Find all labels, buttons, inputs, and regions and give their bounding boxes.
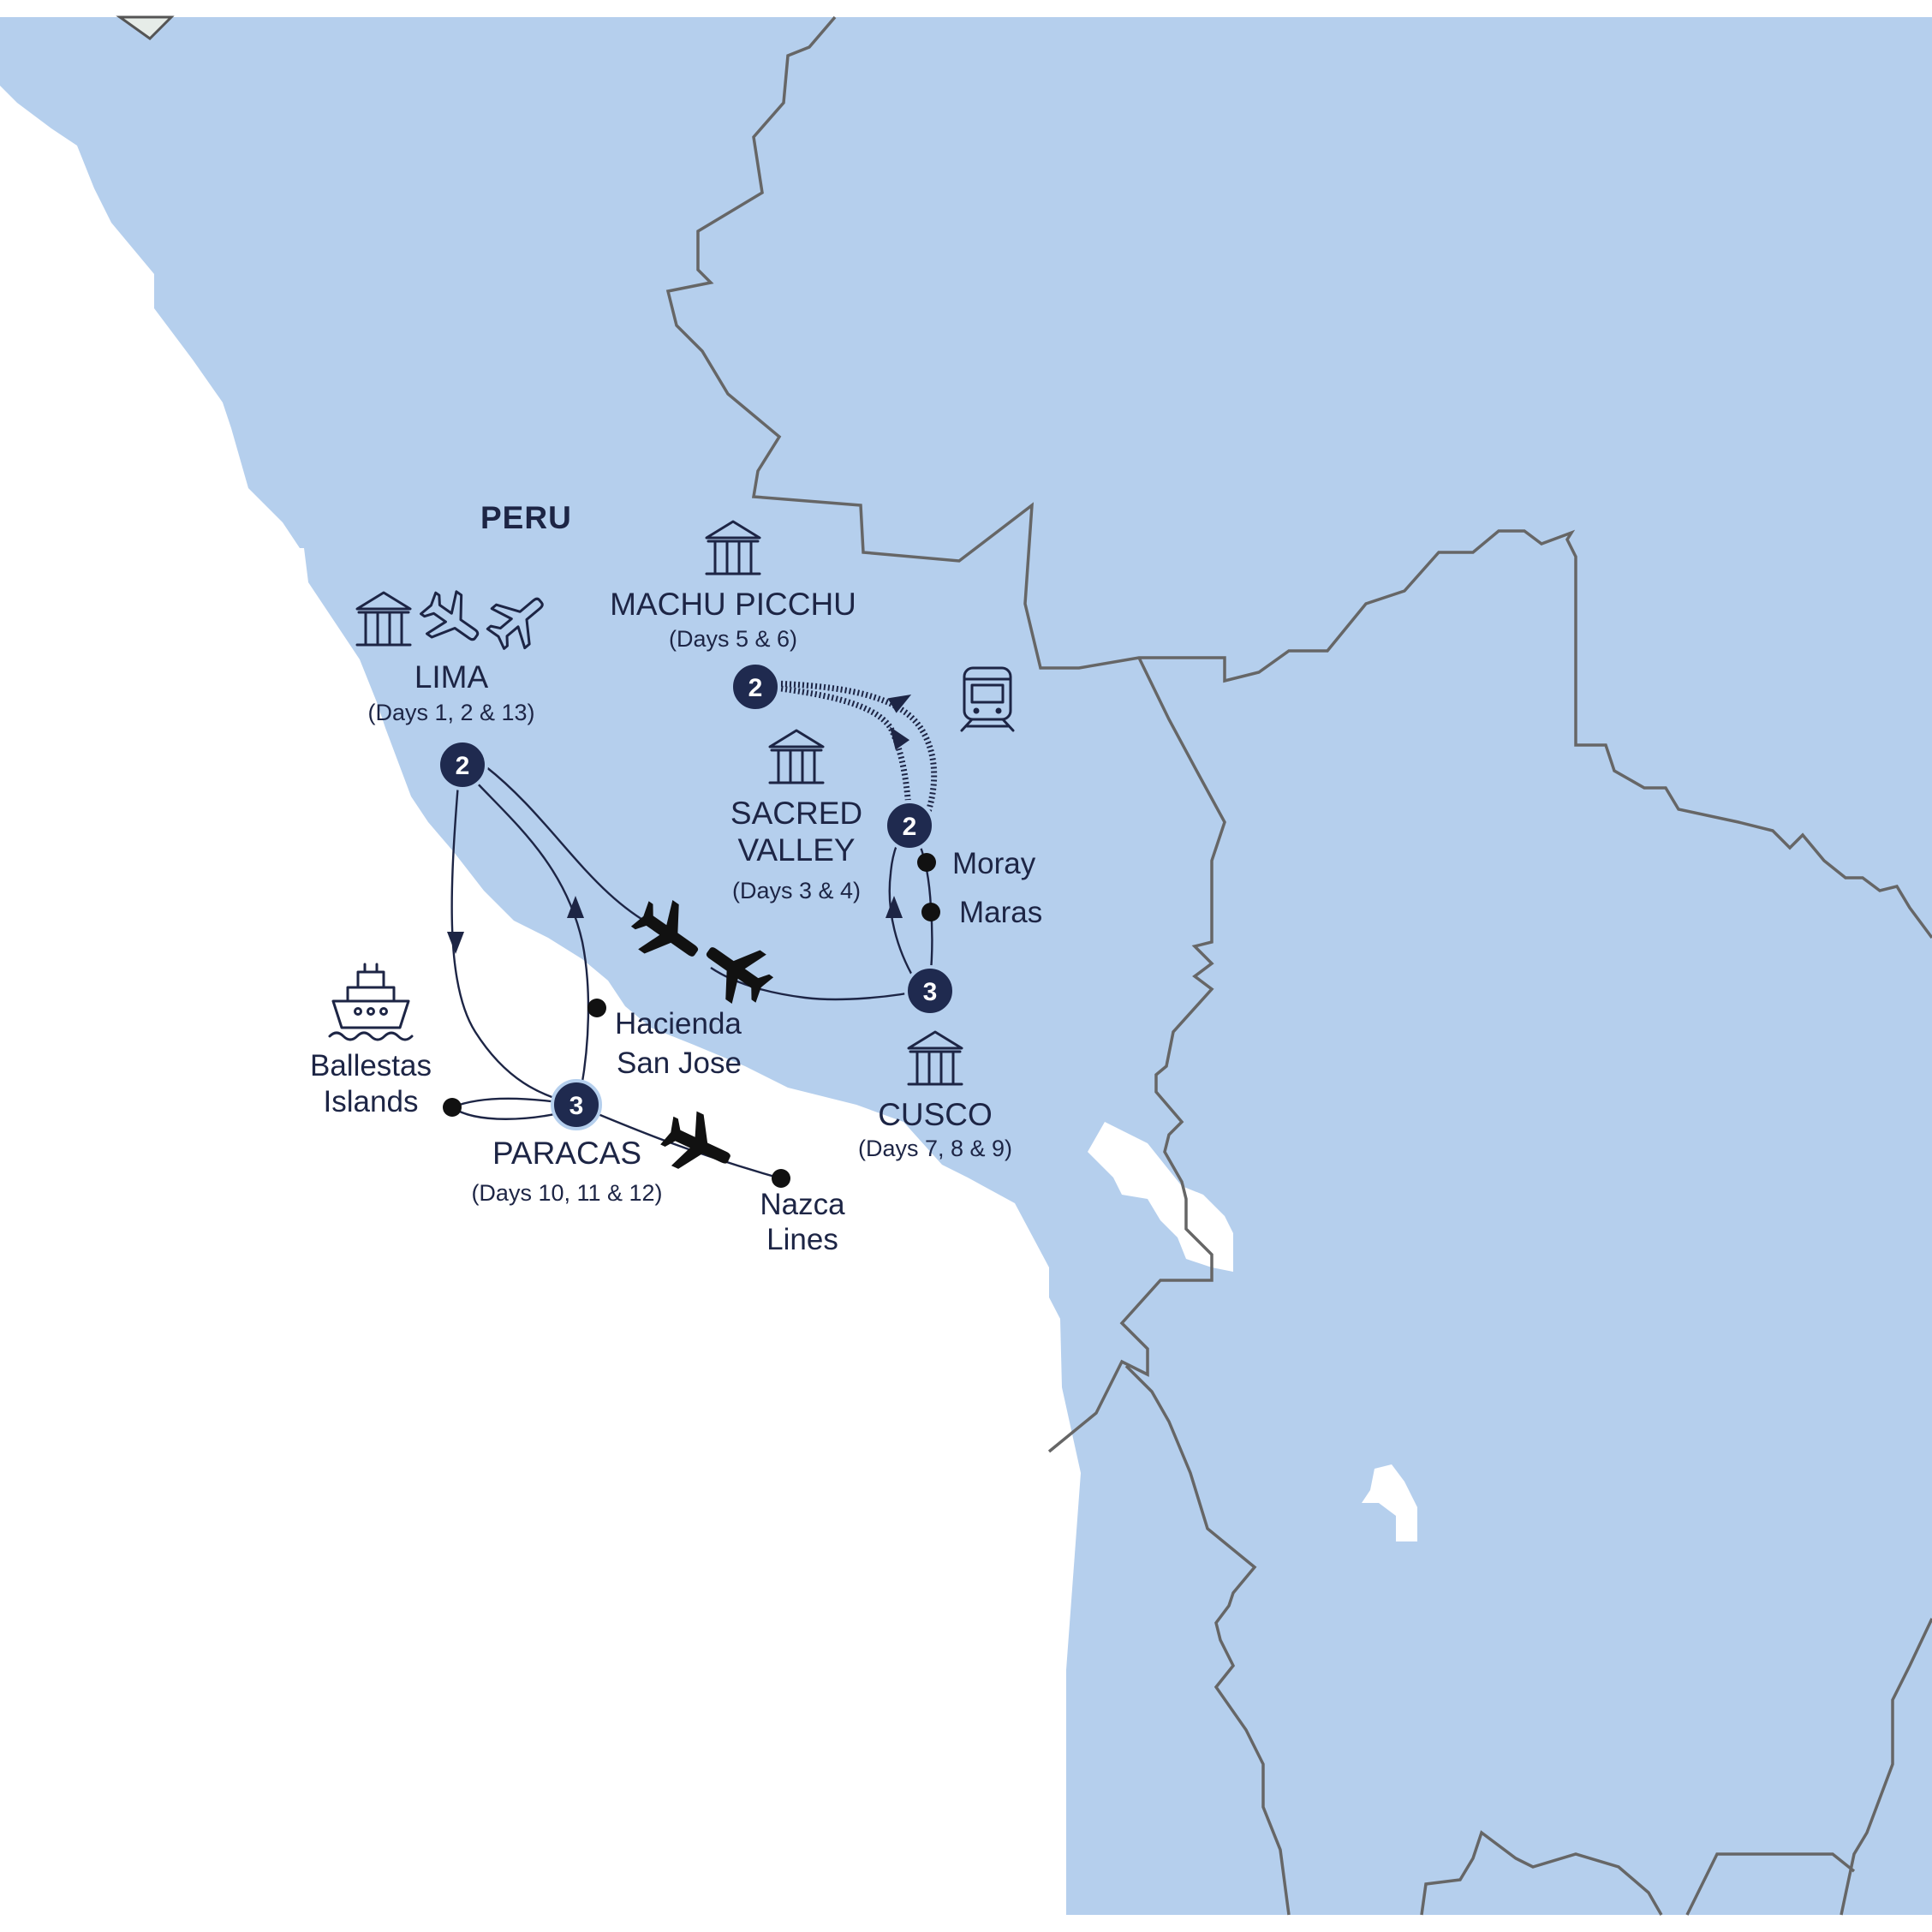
sacred-valley-days: (Days 3 & 4) (732, 878, 861, 903)
badge-sacred-valley-nights: 2 (903, 813, 917, 841)
paracas-label: PARACAS (492, 1136, 641, 1171)
rail-machu-picchu-cusco (754, 679, 938, 824)
paracas-days: (Days 10, 11 & 12) (471, 1180, 662, 1206)
route-cusco-lima-flight (710, 967, 930, 1001)
border-bottom (1420, 1830, 1856, 1916)
badge-cusco-nights: 3 (923, 978, 938, 1006)
lake-poopo (1362, 1464, 1417, 1541)
hacienda-label-line2: San Jose (617, 1046, 742, 1080)
badge-paracas[interactable]: 3 (551, 1079, 602, 1130)
sacred-valley-label-line1: SACRED (730, 796, 862, 831)
badge-lima[interactable]: 2 (437, 739, 488, 790)
marker-hacienda-san-jose (587, 999, 606, 1017)
northwest-island (116, 15, 175, 40)
marker-ballestas-islands (443, 1098, 462, 1117)
border-east (1047, 657, 1226, 1453)
nazca-label-line1: Nazca (760, 1188, 845, 1221)
badge-sacred-valley[interactable]: 2 (884, 800, 935, 851)
badge-machu-picchu[interactable]: 2 (730, 661, 781, 713)
lima-label: LIMA (414, 659, 489, 695)
border-southeast (1840, 1618, 1932, 1916)
hacienda-label-line1: Hacienda (615, 1007, 742, 1041)
marker-maras (921, 903, 940, 921)
machu-picchu-days: (Days 5 & 6) (669, 626, 797, 652)
marker-moray (917, 853, 936, 872)
route-lima-cusco-flight (485, 766, 669, 935)
train-icon (960, 666, 1015, 732)
border-south (1124, 1364, 1291, 1916)
lake-titicaca (1088, 1122, 1233, 1272)
ballestas-label-line2: Islands (324, 1085, 419, 1118)
lima-days: (Days 1, 2 & 13) (367, 700, 534, 725)
ship-icon (328, 963, 414, 1041)
rail-sacred-valley-machu-picchu (754, 682, 913, 823)
badge-paracas-nights: 3 (569, 1092, 584, 1120)
nazca-label-line2: Lines (766, 1223, 838, 1256)
badge-lima-nights: 2 (456, 752, 470, 780)
marker-nazca-lines (772, 1169, 790, 1188)
badge-cusco[interactable]: 3 (904, 965, 956, 1017)
route-paracas-lima (473, 778, 590, 1106)
cusco-label: CUSCO (878, 1097, 993, 1132)
route-lima-paracas (450, 783, 579, 1106)
badge-machu-picchu-nights: 2 (748, 674, 763, 702)
land-mass (0, 17, 1932, 1915)
maras-label: Maras (959, 896, 1042, 929)
border-north (665, 15, 1932, 939)
cusco-days: (Days 7, 8 & 9) (858, 1136, 1012, 1161)
sacred-valley-label-line2: VALLEY (737, 832, 855, 868)
moray-label: Moray (952, 847, 1036, 880)
country-label: PERU (480, 500, 572, 535)
machu-picchu-label: MACHU PICCHU (610, 587, 856, 622)
ballestas-label-line1: Ballestas (310, 1049, 432, 1082)
